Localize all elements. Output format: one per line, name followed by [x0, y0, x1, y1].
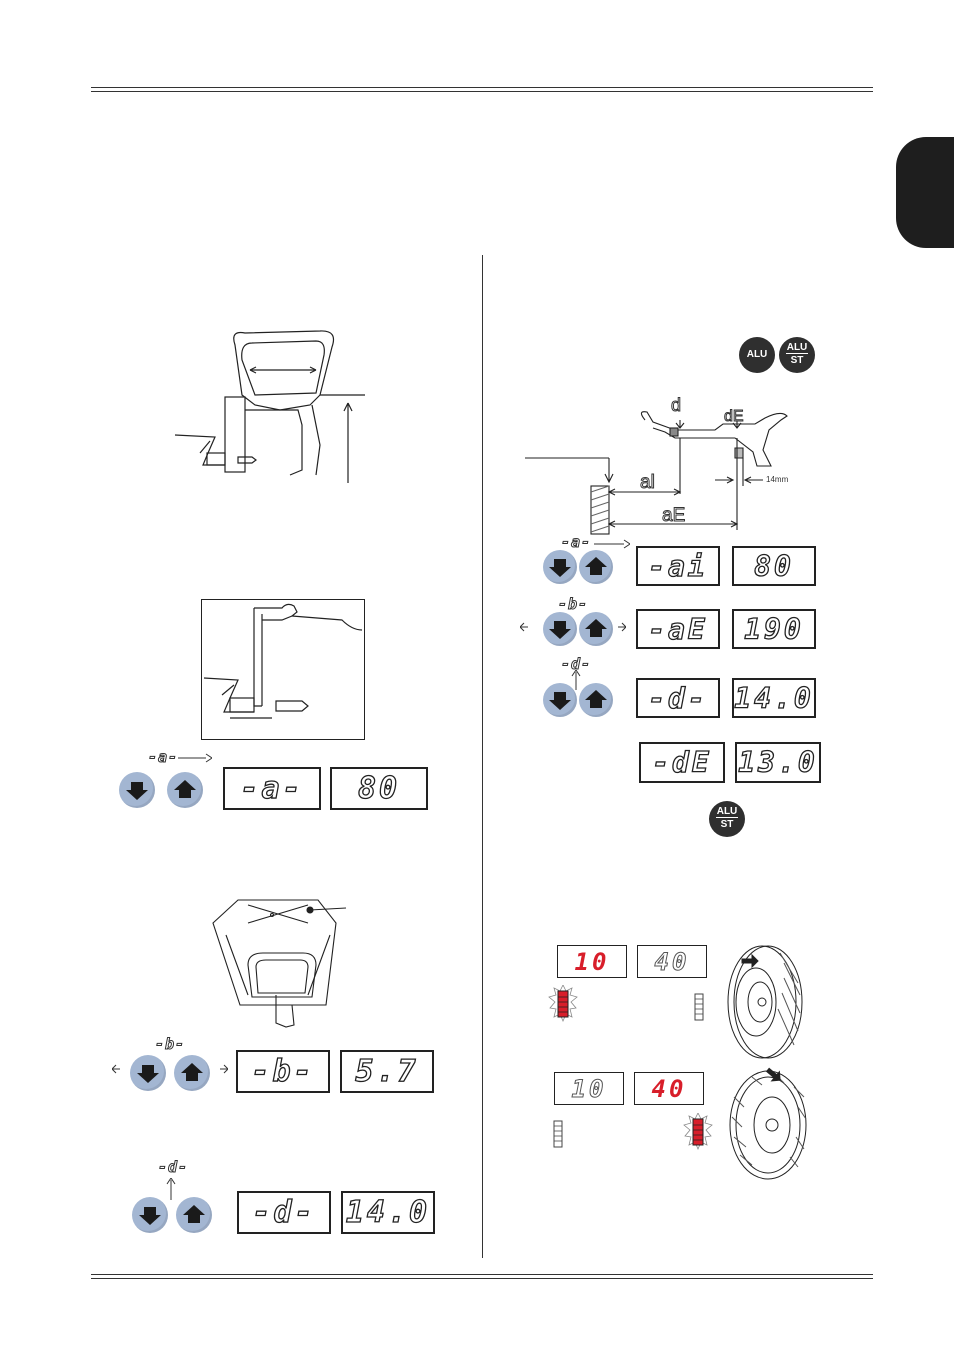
- decrease-button[interactable]: [543, 683, 577, 717]
- display-left: -ai: [636, 546, 720, 586]
- label-d: d: [671, 395, 681, 416]
- display-left: -a-: [223, 767, 321, 810]
- alu-st-bottom-label: ST: [779, 354, 815, 367]
- display-right: 13.0: [735, 742, 821, 783]
- balance-left-display: 10: [554, 1072, 624, 1105]
- balance-right-display: 40: [637, 945, 707, 978]
- label-14mm: 14mm: [766, 475, 788, 484]
- display-left: -d-: [237, 1191, 331, 1234]
- alu-st-top-label: ALU: [786, 342, 808, 354]
- balance-right-display: 40: [634, 1072, 704, 1105]
- balance-led-left-active: [548, 985, 578, 1027]
- increase-button[interactable]: [579, 612, 613, 646]
- step-a-arrow: [178, 752, 212, 764]
- decrease-button[interactable]: [543, 612, 577, 646]
- alu-button[interactable]: ALU: [739, 337, 775, 373]
- decrease-button[interactable]: [119, 772, 155, 808]
- right-step-a-code: -a-: [561, 533, 591, 551]
- increase-button[interactable]: [167, 772, 203, 808]
- display-right: 190: [732, 609, 816, 649]
- label-dE: dE: [724, 408, 744, 426]
- decrease-button[interactable]: [130, 1055, 166, 1091]
- increase-button[interactable]: [174, 1055, 210, 1091]
- decrease-button[interactable]: [543, 550, 577, 584]
- step-a-code: -a-: [148, 748, 178, 766]
- increase-button[interactable]: [176, 1197, 212, 1233]
- wheel-section-diagram: [170, 325, 380, 490]
- display-left: -aE: [636, 609, 720, 649]
- right-step-a-arrow: [594, 538, 630, 550]
- display-right: 80: [732, 546, 816, 586]
- balance-left-display: 10: [557, 945, 627, 978]
- display-right: 5.7: [340, 1050, 434, 1093]
- display-right: 80: [330, 767, 428, 810]
- gauge-detail-diagram: [202, 600, 364, 739]
- footer-rule: [91, 1274, 873, 1275]
- alu-st-button[interactable]: ALU ST: [779, 337, 815, 373]
- label-aE: aE: [662, 505, 685, 527]
- alu-st-top-label: ALU: [716, 806, 738, 818]
- alu-st-bottom-label: ST: [709, 818, 745, 831]
- display-right: 14.0: [732, 678, 816, 718]
- balance-led-left-idle: [553, 1120, 563, 1148]
- language-thumb-tab: [896, 137, 954, 248]
- header-rule-thin: [91, 91, 873, 92]
- column-divider: [482, 255, 483, 1258]
- increase-button[interactable]: [579, 550, 613, 584]
- display-left: -d-: [636, 678, 720, 718]
- right-step-b-code: -b-: [558, 595, 588, 613]
- wheel-top-weight-icon: [722, 943, 804, 1061]
- wheel-bottom-weight-icon: [724, 1067, 810, 1183]
- footer-rule-thin: [91, 1278, 873, 1279]
- display-right: 14.0: [341, 1191, 435, 1234]
- step-b-code: -b-: [155, 1035, 185, 1053]
- decrease-button[interactable]: [132, 1197, 168, 1233]
- header-rule: [91, 87, 873, 88]
- balance-led-right-idle: [694, 993, 704, 1021]
- step-d-code: -d-: [158, 1158, 188, 1176]
- display-left: -b-: [236, 1050, 330, 1093]
- label-al: al: [640, 472, 655, 494]
- alu-st-button[interactable]: ALU ST: [709, 801, 745, 837]
- display-left: -dE: [639, 742, 725, 783]
- increase-button[interactable]: [579, 683, 613, 717]
- wheel-width-diagram: [208, 895, 358, 1040]
- balance-led-right-active: [683, 1113, 713, 1155]
